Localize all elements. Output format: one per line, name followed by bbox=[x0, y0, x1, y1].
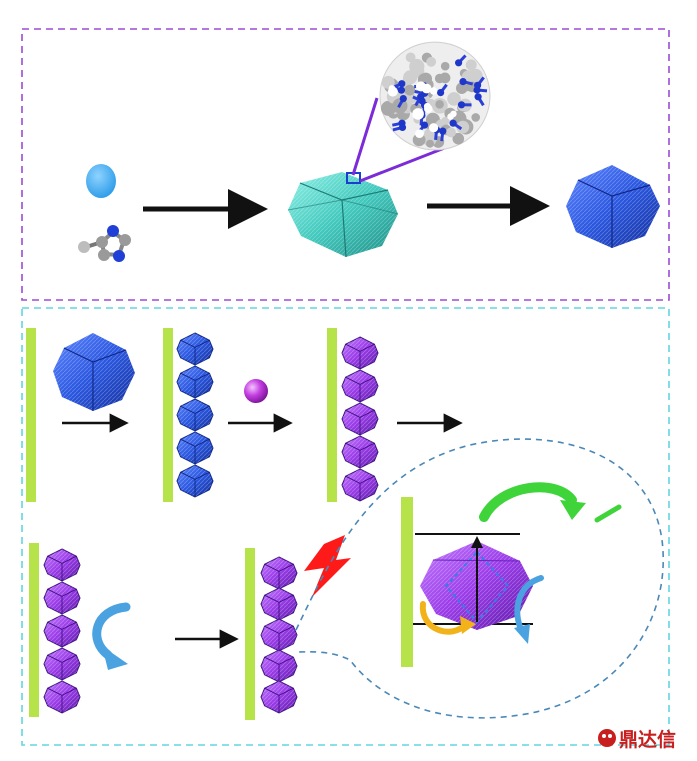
bottom-panel-border bbox=[21, 307, 670, 746]
purple-crystal-3 bbox=[43, 614, 81, 648]
purple-crystal-1 bbox=[341, 336, 379, 370]
imidazole-linker-molecule bbox=[78, 225, 131, 262]
top-panel-border bbox=[21, 28, 670, 301]
purple-crystal-2 bbox=[260, 587, 298, 621]
purple-crystal-1 bbox=[260, 556, 298, 590]
electrode-bar-6 bbox=[401, 497, 413, 667]
purple-crystal-5 bbox=[43, 680, 81, 714]
teal-framework-crystal bbox=[287, 172, 399, 258]
blue-framework-crystal bbox=[566, 165, 660, 248]
purple-crystal-stack-1 bbox=[341, 336, 379, 502]
blue-crystal-3 bbox=[176, 398, 214, 432]
watermark-logo-icon bbox=[598, 729, 616, 747]
blue-curved-arrow-detail bbox=[514, 575, 544, 644]
purple-crystal-3 bbox=[341, 402, 379, 436]
purple-crystal-4 bbox=[341, 435, 379, 469]
vertical-arrow bbox=[471, 536, 483, 622]
lightning-bolt bbox=[304, 535, 351, 597]
purple-crystal-stack-2 bbox=[43, 548, 81, 714]
framework-cage-structure bbox=[379, 41, 491, 151]
electrode-bar-3 bbox=[327, 328, 337, 502]
blue-crystal-1 bbox=[176, 332, 214, 366]
large-blue-crystal bbox=[53, 333, 135, 411]
orange-curved-arrow bbox=[419, 601, 476, 635]
blue-crystal-2 bbox=[176, 365, 214, 399]
electrode-bar-5 bbox=[245, 548, 255, 720]
purple-crystal-4 bbox=[43, 647, 81, 681]
electrode-bar-2 bbox=[163, 328, 173, 502]
electrode-bar-4 bbox=[29, 543, 39, 717]
purple-crystal-5 bbox=[341, 468, 379, 502]
watermark: 鼎达信 bbox=[598, 728, 676, 751]
blue-crystal-stack bbox=[176, 332, 214, 498]
purple-crystal-4 bbox=[260, 649, 298, 683]
purple-crystal-1 bbox=[43, 548, 81, 582]
metal-ion-dot bbox=[86, 164, 116, 198]
electrode-bar-1 bbox=[26, 328, 36, 502]
purple-crystal-2 bbox=[341, 369, 379, 403]
green-product-mark bbox=[594, 504, 622, 523]
blue-crystal-5 bbox=[176, 464, 214, 498]
curved-blue-arrow bbox=[92, 602, 131, 670]
watermark-text: 鼎达信 bbox=[619, 728, 676, 751]
purple-crystal-3 bbox=[260, 618, 298, 652]
purple-crystal-2 bbox=[43, 581, 81, 615]
purple-crystal-5 bbox=[260, 680, 298, 714]
green-curved-arrow bbox=[479, 482, 586, 522]
blue-crystal-4 bbox=[176, 431, 214, 465]
metal-ion-ball bbox=[244, 379, 268, 403]
purple-crystal-stack-3 bbox=[260, 556, 298, 714]
